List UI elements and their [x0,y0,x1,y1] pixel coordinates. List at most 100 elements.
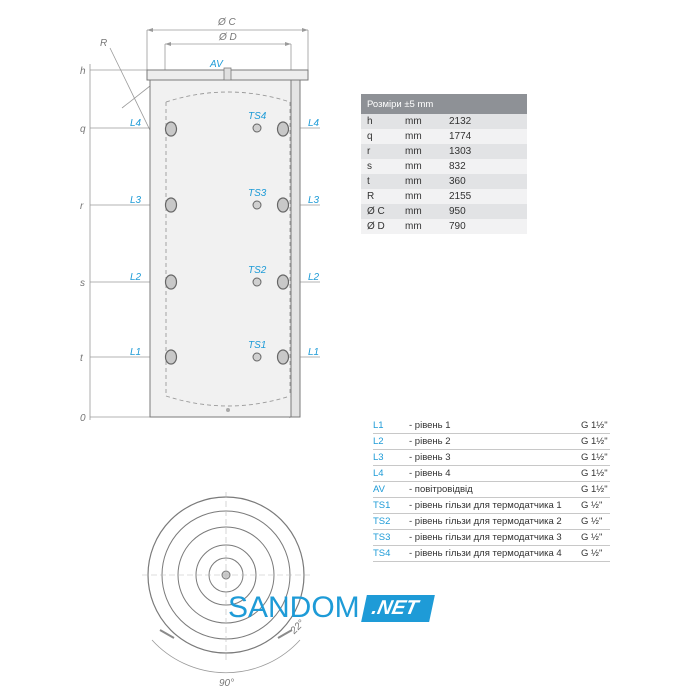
watermark: SANDOM.NET [228,591,435,625]
legend-size: G ½" [581,548,603,559]
legend-row: L3 - рівень 3 G 1½" [373,450,610,466]
port-left-l4: L4 [130,118,142,129]
dim-unit: mm [399,174,443,189]
legend-code: AV [373,484,385,495]
legend-row: L1 - рівень 1 G 1½" [373,418,610,434]
level-q: q [80,124,86,135]
legend-code: L2 [373,436,384,447]
dim-unit: mm [399,159,443,174]
dim-key: Ø C [361,204,399,219]
dim-key: q [361,129,399,144]
legend-code: L1 [373,420,384,431]
legend-code: L3 [373,452,384,463]
legend-desc: - рівень 4 [409,468,451,479]
sensor-ts4: TS4 [248,111,267,122]
legend-desc: - рівень гільзи для термодатчика 3 [409,532,562,543]
legend-size: G 1½" [581,420,608,431]
dimensions-table-header: Розміри ±5 mm [361,94,527,114]
legend-desc: - рівень гільзи для термодатчика 1 [409,500,562,511]
legend-code: TS4 [373,548,391,559]
port-left-l2: L2 [130,272,142,283]
dim-value: 1303 [443,144,527,159]
sensor-ts3: TS3 [248,188,267,199]
legend-size: G ½" [581,500,603,511]
legend-code: TS3 [373,532,391,543]
legend-desc: - рівень гільзи для термодатчика 4 [409,548,562,559]
watermark-suffix: .NET [360,594,435,622]
tank-top-view [142,492,310,674]
legend-row: TS1 - рівень гільзи для термодатчика 1 G ½… [373,498,610,514]
dim-unit: mm [399,204,443,219]
dim-value: 2155 [443,189,527,204]
dim-unit: mm [399,219,443,234]
dim-value: 2132 [443,114,527,129]
dim-value: 360 [443,174,527,189]
dim-key: R [361,189,399,204]
dim-r: R [100,38,107,49]
dim-unit: mm [399,189,443,204]
dim-key: h [361,114,399,129]
level-r: r [80,201,84,212]
legend-row: AV - повітровідвід G 1½" [373,482,610,498]
dim-unit: mm [399,144,443,159]
dim-value: 950 [443,204,527,219]
dim-value: 832 [443,159,527,174]
sensor-ts1: TS1 [248,340,266,351]
angle-90-label: 90° [219,678,234,689]
sensor-sleeves [252,123,262,362]
port-right-l3: L3 [308,195,320,206]
legend-desc: - рівень 2 [409,436,451,447]
level-s: s [80,278,85,289]
legend-row: TS2 - рівень гільзи для термодатчика 2 G ½… [373,514,610,530]
level-h: h [80,66,86,77]
port-right-l1: L1 [308,347,319,358]
port-left-l1: L1 [130,347,141,358]
watermark-text: SANDOM [228,591,360,624]
sensor-ts2: TS2 [248,265,267,276]
port-left-l3: L3 [130,195,142,206]
port-right-l2: L2 [308,272,320,283]
legend-size: G 1½" [581,452,608,463]
legend-code: L4 [373,468,384,479]
legend-size: G 1½" [581,468,608,479]
port-right-l4: L4 [308,118,320,129]
level-zero: 0 [80,413,86,424]
legend-row: L4 - рівень 4 G 1½" [373,466,610,482]
dim-key: s [361,159,399,174]
legend-desc: - рівень 1 [409,420,451,431]
dim-unit: mm [399,114,443,129]
legend-code: TS1 [373,500,391,511]
legend-code: TS2 [373,516,391,527]
dim-c: Ø C [217,17,237,28]
legend-size: G ½" [581,532,603,543]
legend-desc: - рівень 3 [409,452,451,463]
legend-size: G ½" [581,516,603,527]
dim-value: 790 [443,219,527,234]
av-label: AV [209,59,224,70]
legend-desc: - рівень гільзи для термодатчика 2 [409,516,562,527]
tank-body [146,67,309,418]
dim-d: Ø D [218,32,237,43]
legend-desc: - повітровідвід [409,484,473,495]
legend-row: L2 - рівень 2 G 1½" [373,434,610,450]
dim-key: Ø D [361,219,399,234]
legend-row: TS4 - рівень гільзи для термодатчика 4 G ½… [373,546,610,562]
legend-size: G 1½" [581,436,608,447]
dim-value: 1774 [443,129,527,144]
legend-size: G 1½" [581,484,608,495]
legend-row: TS3 - рівень гільзи для термодатчика 3 G ½… [373,530,610,546]
connection-legend: L1 - рівень 1 G 1½" L2 - рівень 2 G 1½" L3 - … [373,418,610,562]
port-nozzles [164,121,290,365]
level-t: t [80,353,84,364]
dim-key: r [361,144,399,159]
